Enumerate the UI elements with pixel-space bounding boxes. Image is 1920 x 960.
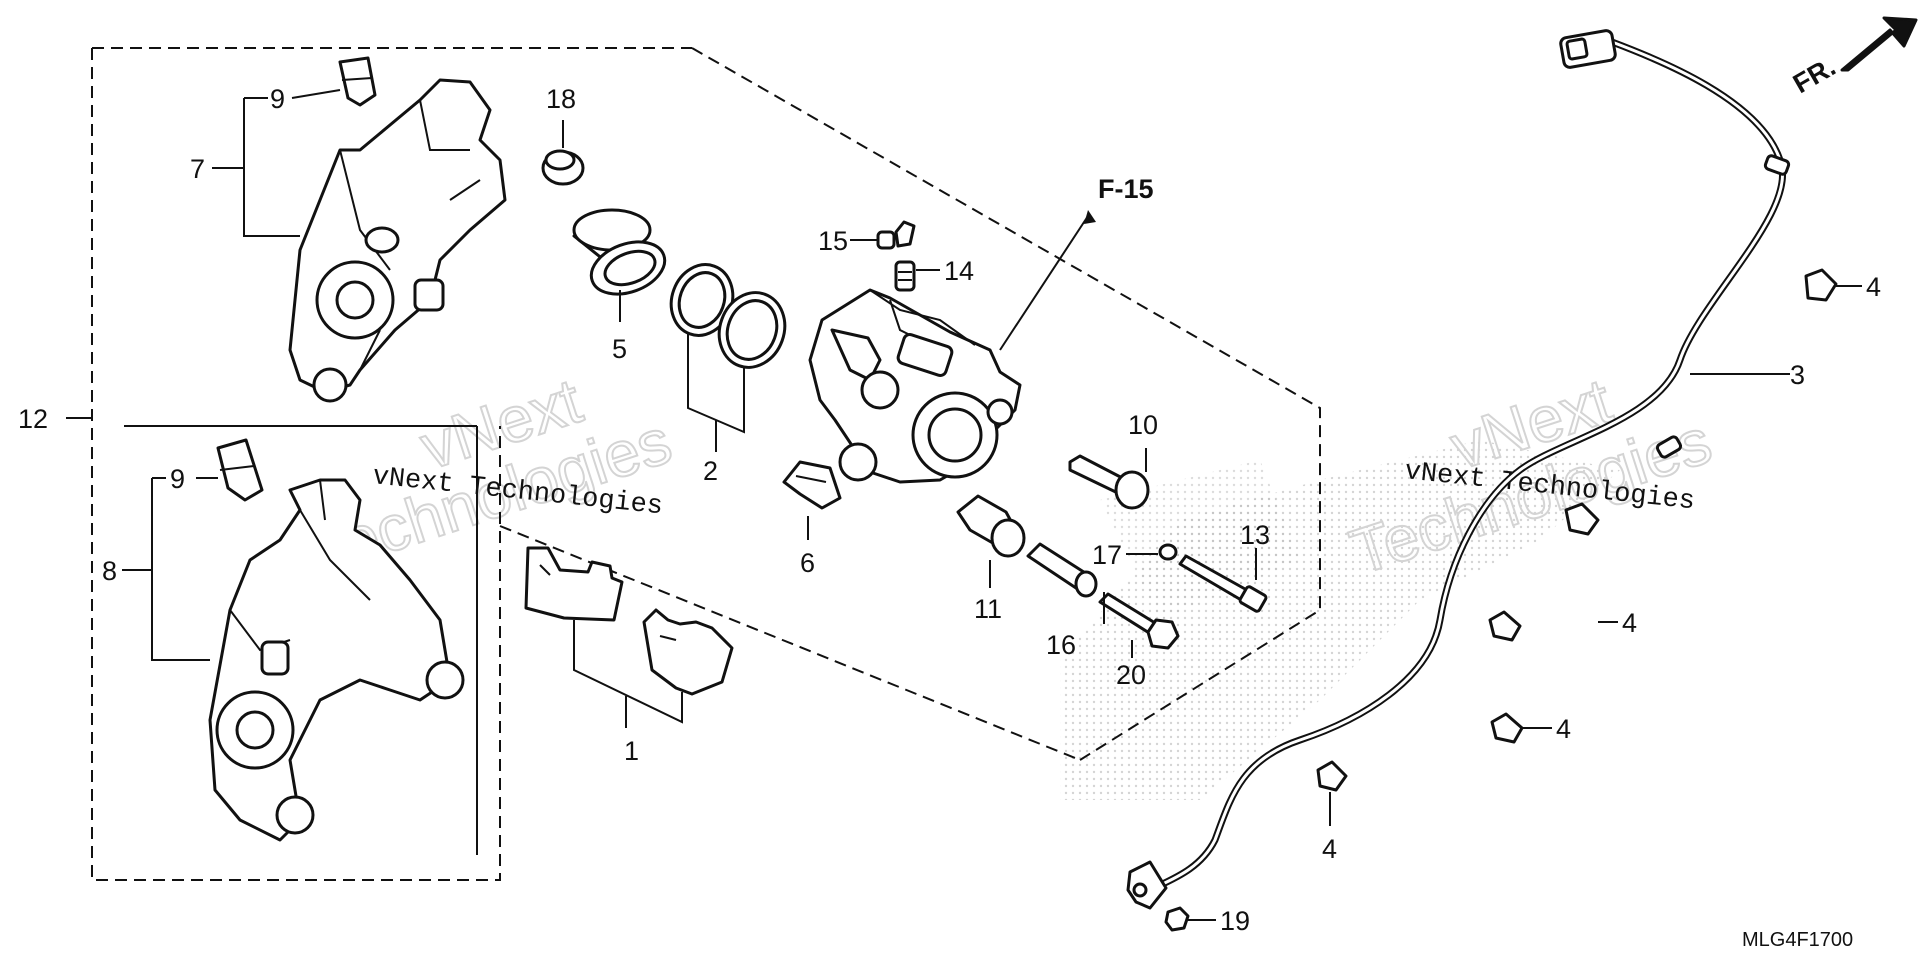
section-reference: F-15 xyxy=(999,174,1154,351)
o-ring xyxy=(1158,543,1178,561)
wire-clamp-5 xyxy=(1316,760,1348,792)
sensor-bolt xyxy=(1164,906,1206,932)
callout-17: 17 xyxy=(1092,540,1122,570)
piston-seals xyxy=(669,263,787,369)
drawing-code: MLG4F1700 xyxy=(1742,929,1853,951)
sensor-head xyxy=(1126,860,1168,910)
bleeder-cap xyxy=(541,149,585,186)
callout-14: 14 xyxy=(944,256,974,286)
pad-clip-lower xyxy=(216,438,264,502)
wire-clamp-1 xyxy=(1804,268,1838,302)
caliper-bolt xyxy=(1098,592,1180,650)
callout-5: 5 xyxy=(612,334,627,364)
callout-16: 16 xyxy=(1046,630,1076,660)
callouts: 1 2 3 4 4 4 4 5 6 7 8 9 9 10 11 12 13 14… xyxy=(18,84,1881,936)
pad-clip-upper xyxy=(338,56,377,107)
caliper-piston xyxy=(572,208,667,296)
front-direction-arrow: FR. xyxy=(1788,16,1918,99)
wire-clamp-3 xyxy=(1488,610,1522,642)
caliper-bracket-upper xyxy=(288,78,507,403)
pad-spring xyxy=(782,460,842,510)
brake-pad-front xyxy=(642,608,734,696)
bleed-valve xyxy=(894,260,916,292)
callout-10: 10 xyxy=(1128,410,1158,440)
callout-13: 13 xyxy=(1240,520,1270,550)
section-ref-label: F-15 xyxy=(1098,174,1154,204)
callout-15: 15 xyxy=(818,226,848,256)
callout-7: 7 xyxy=(190,154,205,184)
callout-11: 11 xyxy=(974,594,1002,624)
wire-grommet-2 xyxy=(1655,435,1683,459)
front-label: FR. xyxy=(1788,51,1841,99)
watermark-stipple xyxy=(1060,440,1620,800)
callout-9a: 9 xyxy=(270,84,285,114)
slide-pin-boot xyxy=(956,494,1026,558)
callout-19: 19 xyxy=(1220,906,1250,936)
callout-18: 18 xyxy=(546,84,576,114)
pad-pin xyxy=(1178,554,1268,613)
callout-6: 6 xyxy=(800,548,815,578)
sensor-connector xyxy=(1559,29,1617,69)
caliper-body xyxy=(808,288,1022,484)
bracket-assembly-frame xyxy=(91,47,692,881)
callout-20: 20 xyxy=(1116,660,1146,690)
callout-3: 3 xyxy=(1790,360,1805,390)
callout-9b: 9 xyxy=(170,464,185,494)
caliper-bracket-lower xyxy=(208,478,465,842)
callout-4b: 4 xyxy=(1622,608,1637,638)
wire-grommet-1 xyxy=(1763,154,1791,176)
callout-4d: 4 xyxy=(1322,834,1337,864)
callout-1: 1 xyxy=(624,736,639,766)
sleeve-collar xyxy=(1026,542,1098,598)
wire-clamp-4 xyxy=(1490,712,1524,744)
bleed-screw xyxy=(876,220,916,250)
brake-pad-rear xyxy=(524,546,624,622)
wire-clamp-2 xyxy=(1564,502,1600,536)
callout-2: 2 xyxy=(703,456,718,486)
callout-4a: 4 xyxy=(1866,272,1881,302)
callout-4c: 4 xyxy=(1556,714,1571,744)
slide-pin xyxy=(1068,454,1150,510)
leader-lines xyxy=(66,89,1862,921)
callout-12: 12 xyxy=(18,404,48,434)
callout-8: 8 xyxy=(102,556,117,586)
